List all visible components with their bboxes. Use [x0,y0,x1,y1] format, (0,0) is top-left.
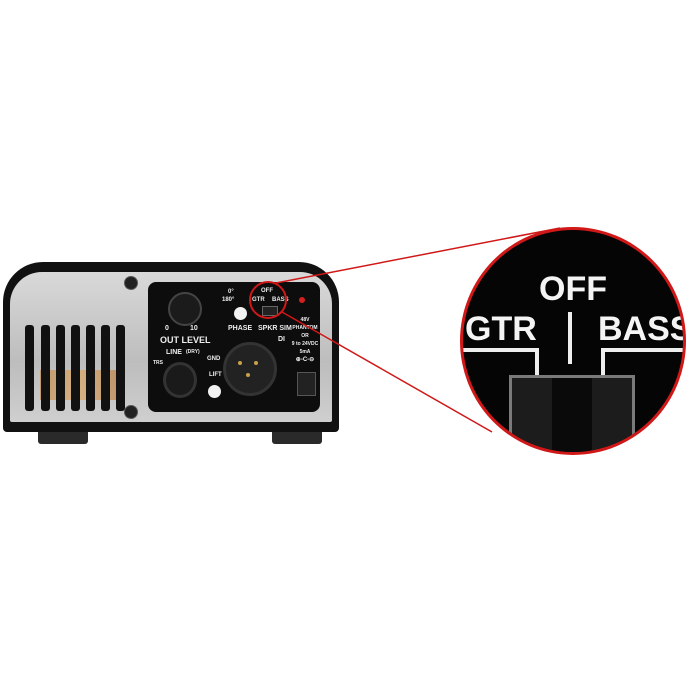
out-level-min: 0 [165,325,169,332]
spkr-sim-switch[interactable] [262,306,278,316]
vent-slot [41,325,50,411]
center-marker [568,312,572,364]
phase-label: PHASE [228,325,253,332]
device-foot-left [38,432,88,444]
phase-button[interactable] [234,307,247,320]
xlr-di-output[interactable] [223,342,277,396]
power-line: 48V [300,317,310,323]
lift-label: LIFT [209,372,222,378]
xlr-pin [246,373,250,377]
vent-slot [56,325,65,411]
spkr-sim-label: SPKR SIM [258,325,292,332]
power-line: OR [301,333,309,339]
gtr-bracket [463,348,539,352]
bass-bracket [601,348,605,378]
magnified-switch [509,375,635,452]
magnified-switch-callout: OFF GTR BASS [460,227,686,455]
screw-icon [124,276,138,290]
callout-small-circle [249,281,287,319]
device-foot-right [272,432,322,444]
dc-power-jack[interactable] [297,372,316,396]
xlr-pin [254,361,258,365]
trs-label: TRS [153,360,163,366]
power-info: 48V PHANTOM OR 9 to 24VDC 5mA ⊕-C-⊖ [290,316,320,364]
line-label: LINE [166,349,182,356]
di-label: DI [278,336,285,343]
screw-icon [124,405,138,419]
line-out-jack[interactable] [163,362,197,398]
out-level-label: OUT LEVEL [160,335,211,345]
switch-bass-label: BASS [272,297,289,303]
power-line: PHANTOM [292,325,318,331]
vent-slot [116,325,125,411]
phase-0-label: 0° [228,289,234,295]
out-level-max: 10 [190,325,198,332]
xlr-pin [238,361,242,365]
phase-180-label: 180° [222,297,235,303]
polarity-icon: ⊕-C-⊖ [295,357,315,363]
switch-off-label: OFF [261,288,273,294]
power-led [299,297,305,303]
power-line: 9 to 24VDC [291,341,319,347]
callout-line-bottom [281,311,493,433]
power-line: 5mA [299,349,311,355]
vent-slot [71,325,80,411]
line-sub-label: (DRY) [186,349,200,355]
vent-slot [86,325,95,411]
ground-lift-button[interactable] [208,385,221,398]
magnified-off-label: OFF [539,270,607,308]
magnified-gtr-label: GTR [465,310,537,348]
vent-slot [25,325,34,411]
switch-lever [552,378,592,452]
gtr-bracket [535,348,539,378]
bass-bracket [601,348,683,352]
out-level-knob[interactable] [168,292,202,326]
switch-gtr-label: GTR [252,297,265,303]
vent-slot [101,325,110,411]
gnd-label: GND [207,356,221,362]
callout-line-top [275,227,561,284]
magnified-bass-label: BASS [598,310,686,348]
